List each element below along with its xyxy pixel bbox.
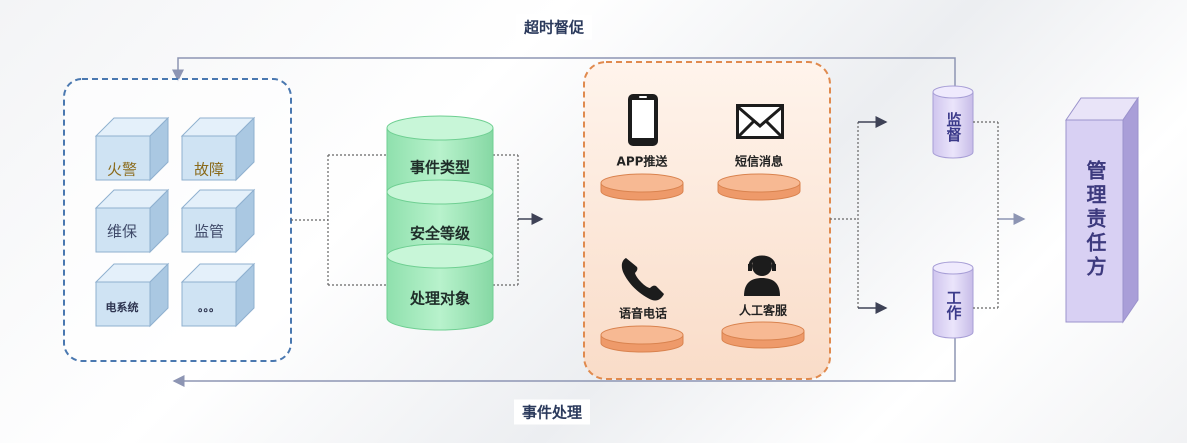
channel-voice-call-label: 语音电话 — [618, 306, 668, 321]
cube-more — [180, 262, 256, 328]
timeout-reminder-label: 超时督促 — [515, 14, 593, 40]
channel-app-push-label: APP推送 — [616, 154, 668, 169]
customer-service-icon — [744, 255, 780, 296]
source-supervision: 监管 — [193, 222, 225, 241]
source-fault: 故障 — [193, 160, 225, 179]
cylinder-work — [932, 261, 974, 339]
responsibility-label: 管理责任方 — [1083, 160, 1107, 280]
telephone-icon — [621, 258, 664, 301]
timeout-reminder-arrow — [172, 57, 956, 87]
safety-level-label: 安全等级 — [409, 224, 471, 243]
role-cylinders — [932, 85, 974, 339]
disk-customer-service — [721, 321, 805, 349]
source-maintenance: 维保 — [106, 222, 138, 241]
cube-fault — [180, 116, 256, 182]
phone-icon — [628, 94, 658, 146]
source-fire-alarm: 火警 — [106, 160, 138, 179]
handling-target-label: 处理对象 — [409, 289, 471, 308]
event-type-label: 事件类型 — [409, 158, 471, 177]
work-label: 工作 — [944, 290, 963, 320]
disk-app-push — [600, 173, 684, 201]
event-source-cubes — [94, 116, 256, 328]
source-more: 。。。 — [198, 301, 220, 314]
cube-maintenance — [94, 188, 170, 254]
classification-to-channel-connector — [493, 154, 519, 286]
cube-fire-alarm — [94, 116, 170, 182]
mail-icon — [736, 104, 784, 139]
cube-supervision — [180, 188, 256, 254]
channel-disks — [600, 173, 805, 353]
event-handling-arrow — [172, 338, 956, 387]
cylinder-supervise — [932, 85, 974, 159]
channel-sms-label: 短信消息 — [734, 154, 784, 169]
channel-to-roles-connector — [830, 122, 859, 308]
responsibility-prism — [1065, 96, 1139, 324]
cube-electrical-system — [94, 262, 170, 328]
disk-sms — [717, 173, 801, 201]
disk-voice-call — [600, 325, 684, 353]
roles-to-responsibility-connector — [973, 121, 999, 309]
classification-cylinders — [386, 115, 494, 331]
channel-customer-service-label: 人工客服 — [738, 303, 788, 318]
source-electrical-system: 电系统 — [105, 301, 139, 314]
supervise-label: 监督 — [944, 112, 963, 142]
event-handling-label: 事件处理 — [513, 399, 591, 425]
cylinder-handling-target — [386, 243, 494, 331]
source-to-classification-connector — [291, 154, 390, 286]
